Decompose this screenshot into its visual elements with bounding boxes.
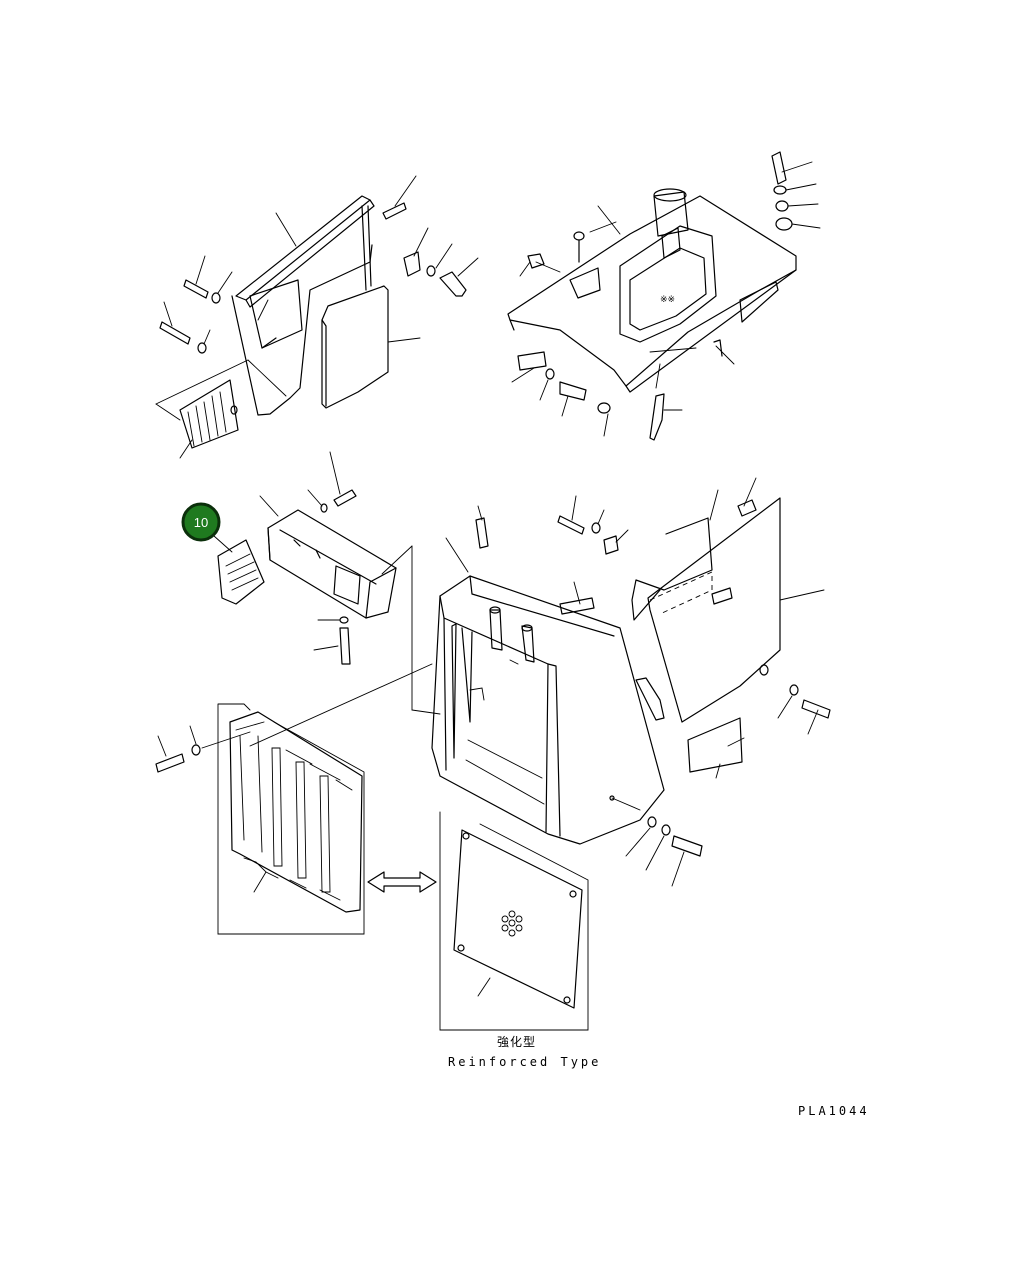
standard-panel-detail [155, 663, 433, 935]
reinforced-panel-detail [439, 811, 589, 1031]
interchange-double-arrow [367, 871, 437, 893]
top-right-cover-assembly: ※※ [507, 151, 821, 441]
reinforced-label-en: Reinforced Type [448, 1055, 601, 1069]
right-side-panel [557, 477, 831, 887]
reinforced-label-jp: 強化型 [497, 1035, 536, 1049]
main-console-frame [431, 505, 665, 845]
svg-text:※※: ※※ [660, 295, 675, 305]
callout-10[interactable]: 10 [181, 502, 221, 542]
mid-left-duct-box [213, 451, 441, 715]
callout-10-label[interactable]: 10 [194, 515, 208, 530]
top-left-panel-assembly [155, 175, 479, 459]
drawing-code: PLA1044 [798, 1104, 870, 1118]
callout-10-marker[interactable] [181, 502, 221, 542]
